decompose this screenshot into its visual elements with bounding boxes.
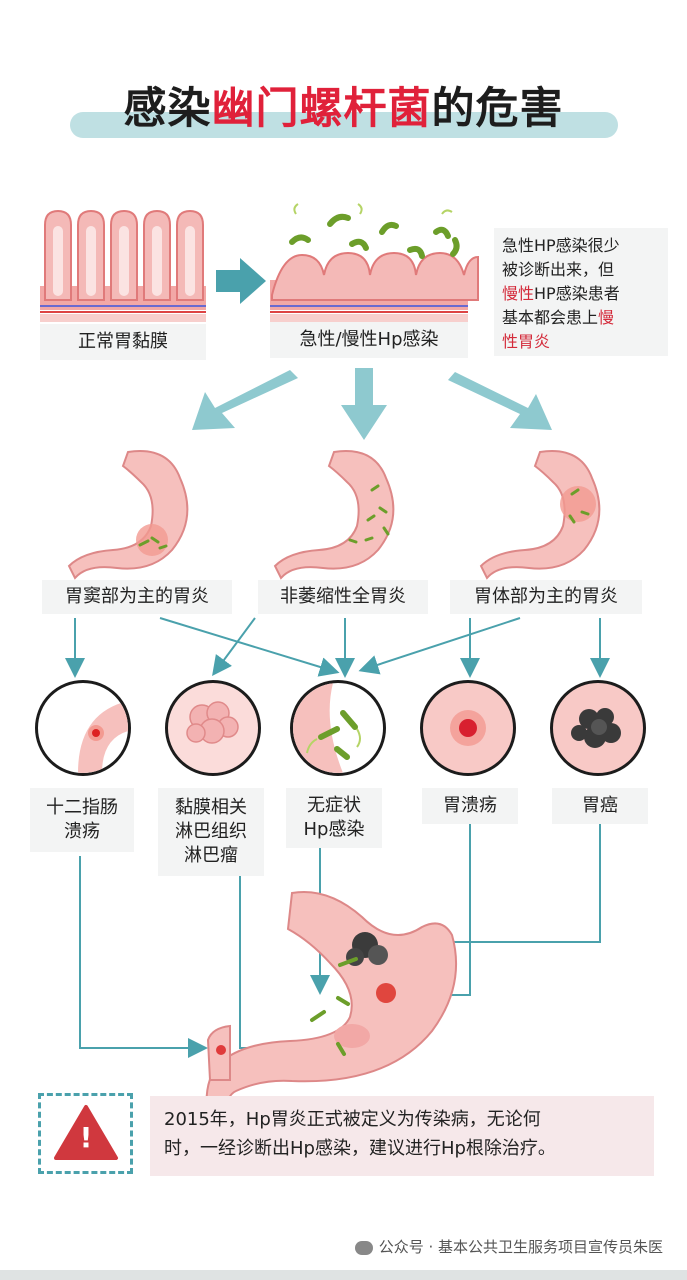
- infected-mucosa-illustration: [270, 251, 479, 322]
- infection-note: 急性HP感染很少 被诊断出来，但 慢性HP感染患者 基本都会患上慢 性胃炎: [494, 228, 668, 356]
- bottom-bar: [0, 1270, 687, 1280]
- warning-text: 2015年，Hp胃炎正式被定义为传染病，无论何 时，一经诊断出Hp感染，建议进行…: [150, 1096, 654, 1176]
- hp-flagella: [293, 203, 453, 215]
- title-part-3: 的危害: [431, 84, 564, 134]
- title-underline-bar: [70, 112, 618, 138]
- circle-duodenal-ulcer: [35, 680, 131, 776]
- note-line-2: 被诊断出来，但: [502, 260, 615, 279]
- note-red-chronic: 慢性: [502, 284, 535, 303]
- duodenal-ulcer-label: 十二指肠溃疡: [30, 788, 134, 852]
- duodenum-icon: [78, 701, 128, 773]
- malt-line-3: 淋巴瘤: [184, 845, 238, 867]
- bacteria-closeup-icon: [293, 683, 361, 773]
- exclamation-icon: !: [79, 1121, 93, 1154]
- warning-line-1: 2015年，Hp胃炎正式被定义为传染病，无论何: [164, 1109, 541, 1130]
- warning-icon-box: [38, 1093, 133, 1174]
- note-line-4-text: 基本都会患上: [502, 308, 599, 327]
- duodenal-line-1: 十二指肠: [46, 796, 118, 818]
- ulcer-icon: [450, 710, 486, 746]
- duodenal-line-2: 溃疡: [64, 821, 100, 842]
- warning-triangle-icon: [54, 1105, 118, 1160]
- gastritis-pan-label: 非萎缩性全胃炎: [258, 580, 428, 614]
- page-title: 感染幽门螺杆菌的危害: [0, 74, 687, 136]
- circle-asymptomatic: [290, 680, 386, 776]
- gastritis-body-label: 胃体部为主的胃炎: [450, 580, 642, 614]
- asym-line-2: Hp感染: [303, 819, 365, 840]
- gastric-cancer-label: 胃癌: [552, 788, 648, 824]
- circle-gastric-ulcer: [420, 680, 516, 776]
- gastritis-antrum-label: 胃窦部为主的胃炎: [42, 580, 232, 614]
- stomach-antrum-illustration: [67, 450, 189, 580]
- note-line-4: 基本都会患上慢: [502, 306, 660, 330]
- wechat-icon: [354, 1240, 373, 1255]
- lymphoma-tissue-icon: [186, 701, 239, 744]
- title-part-2: 幽门螺杆菌: [211, 84, 432, 134]
- warning-line-2: 时，一经诊断出Hp感染，建议进行Hp根除治疗。: [164, 1137, 556, 1159]
- infection-label: 急性/慢性Hp感染: [270, 322, 468, 358]
- circle-gastric-cancer: [550, 680, 646, 776]
- stomach-large-illustration: [205, 891, 458, 1122]
- footer-attribution: 公众号 · 基本公共卫生服务项目宣传员朱医: [0, 1236, 687, 1257]
- normal-mucosa-illustration: [40, 209, 206, 322]
- note-line-3: 慢性HP感染患者: [502, 282, 660, 306]
- right-arrow-icon: [216, 258, 266, 304]
- malt-lymphoma-label: 黏膜相关淋巴组织淋巴瘤: [158, 788, 264, 876]
- asym-line-1: 无症状: [307, 794, 361, 816]
- stomach-pan-illustration: [273, 450, 395, 580]
- note-line-5: 性胃炎: [502, 332, 551, 351]
- asymptomatic-label: 无症状 Hp感染: [286, 788, 382, 848]
- normal-mucosa-label: 正常胃黏膜: [40, 324, 206, 360]
- stomach-body-illustration: [479, 450, 601, 580]
- malt-line-1: 黏膜相关: [175, 796, 247, 818]
- note-line-3-rest: HP感染患者: [534, 284, 620, 303]
- connector-arrows: [65, 617, 610, 678]
- spread-arrows: [192, 368, 552, 440]
- malt-line-2: 淋巴组织: [175, 820, 247, 842]
- title-part-1: 感染: [123, 84, 212, 134]
- note-line-4-red: 慢: [598, 308, 615, 327]
- footer-text: 公众号 · 基本公共卫生服务项目宣传员朱医: [378, 1238, 663, 1256]
- gastric-ulcer-label: 胃溃疡: [422, 788, 518, 824]
- note-line-1: 急性HP感染很少: [502, 236, 620, 255]
- hp-bacteria-cluster-top: [289, 213, 460, 259]
- circle-malt-lymphoma: [165, 680, 261, 776]
- tumor-icon: [571, 708, 621, 748]
